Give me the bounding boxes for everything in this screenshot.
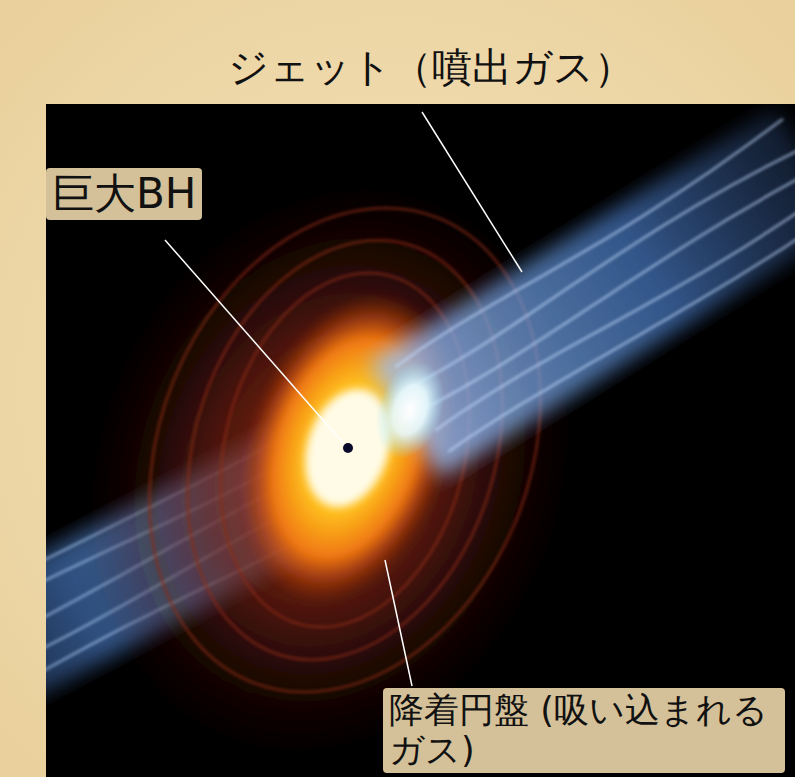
annotation-label: 巨大BH	[46, 168, 202, 220]
annotation-label: ジェット（噴出ガス）	[222, 42, 640, 92]
leader-lines	[165, 112, 522, 686]
annotation-label: 降着円盤 (吸い込まれるガス)	[383, 688, 785, 773]
